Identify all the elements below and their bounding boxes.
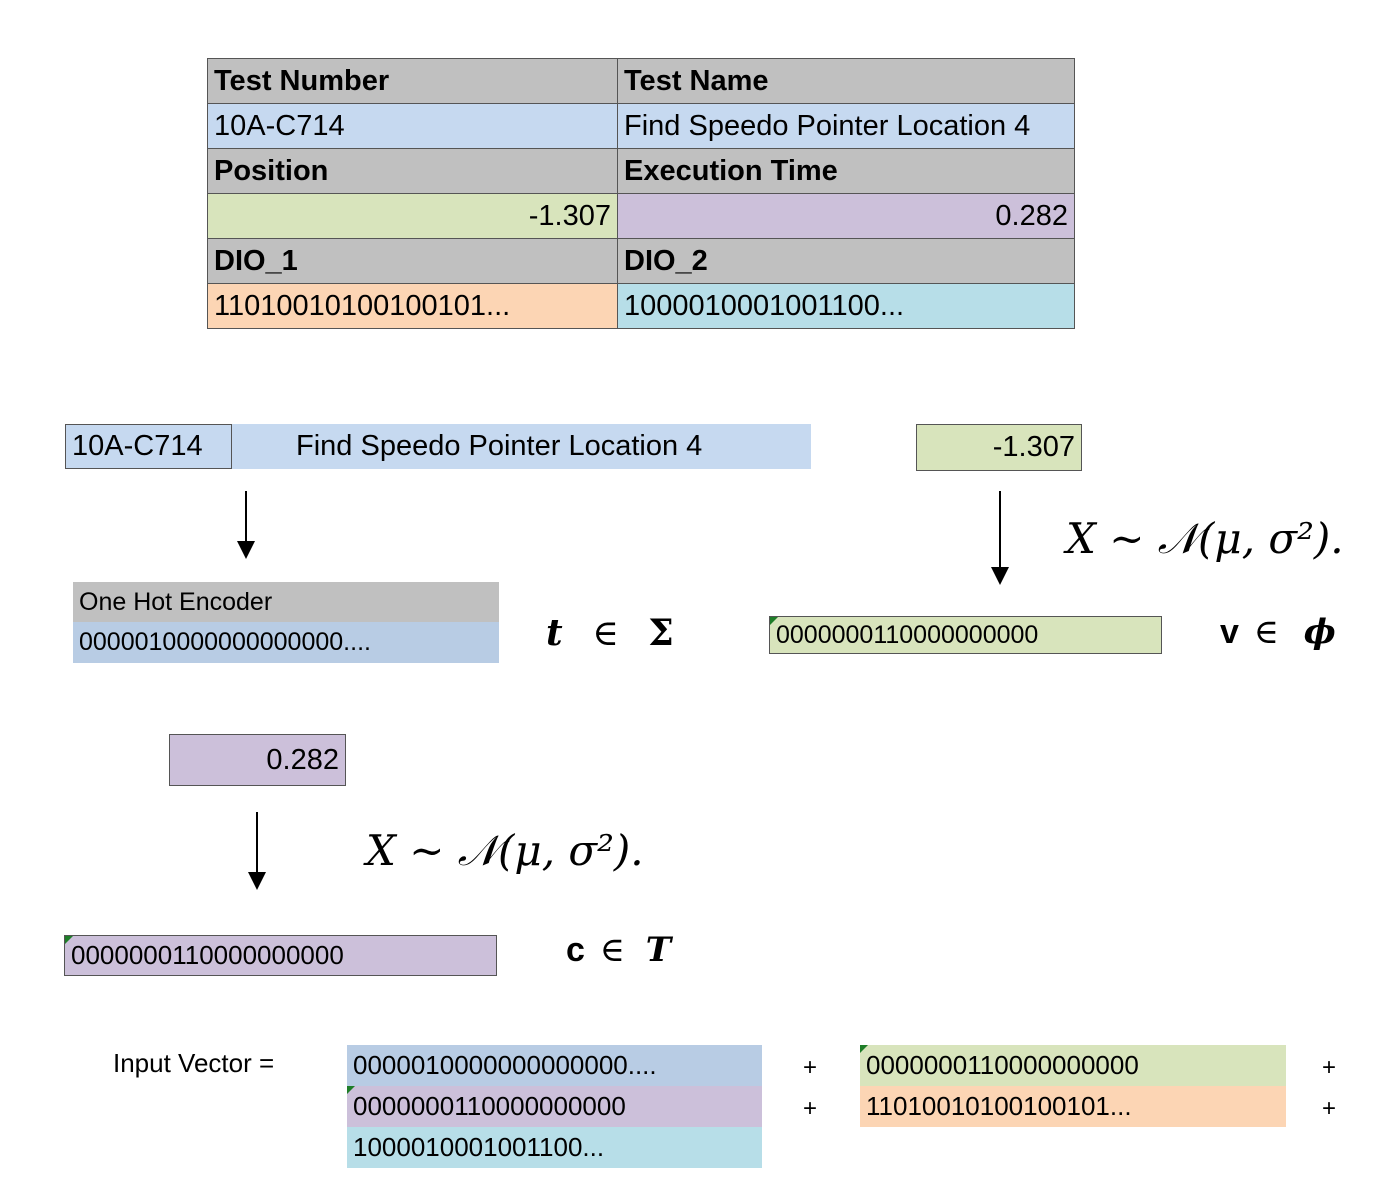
cell-dio-1: 11010010100100101... — [207, 283, 618, 329]
set-c: c ∈ T — [566, 930, 671, 970]
set-t-set: Σ — [648, 612, 674, 654]
cell-position: -1.307 — [207, 193, 618, 239]
exec-vector: 0000000110000000000 — [64, 935, 497, 976]
header-dio-1: DIO_1 — [207, 238, 618, 284]
input-vector-row: 1000010001001100... — [347, 1127, 762, 1168]
plus-sign: + — [803, 1054, 818, 1081]
input-vector-row: 0000010000000000000.... — [347, 1045, 762, 1086]
set-t-var: t — [546, 612, 563, 654]
cell-marker-icon — [347, 1086, 355, 1094]
header-test-name: Test Name — [617, 58, 1075, 104]
cell-marker-icon — [860, 1045, 868, 1053]
arrow-down-icon — [248, 812, 266, 890]
table-row: 11010010100100101... 1000010001001100... — [207, 283, 1075, 329]
position-value-box: -1.307 — [916, 424, 1082, 471]
plus-sign: + — [1322, 1095, 1337, 1122]
position-vector-text: 0000000110000000000 — [776, 620, 1039, 649]
test-name-strip — [231, 424, 811, 469]
table-row: -1.307 0.282 — [207, 193, 1075, 239]
set-v: v ∈ ϕ — [1220, 612, 1336, 652]
header-test-number: Test Number — [207, 58, 618, 104]
header-execution-time: Execution Time — [617, 148, 1075, 194]
encoder-value: 0000010000000000000.... — [73, 622, 499, 663]
input-vector-row: 0000000110000000000 — [860, 1045, 1286, 1086]
formula-exec: X ∼ 𝒩(μ, σ²). — [366, 826, 644, 875]
cell-marker-icon — [770, 617, 778, 625]
set-t-in: ∈ — [592, 613, 619, 654]
cell-test-name: Find Speedo Pointer Location 4 — [617, 103, 1075, 149]
arrow-down-icon — [237, 491, 255, 559]
arrow-down-icon — [991, 491, 1009, 585]
test-number-box: 10A-C714 — [65, 424, 232, 469]
header-dio-2: DIO_2 — [617, 238, 1075, 284]
set-c-set: T — [645, 930, 672, 970]
set-c-in: ∈ — [599, 930, 625, 970]
encoder-label: One Hot Encoder — [73, 582, 499, 622]
input-vector-label: Input Vector = — [113, 1048, 275, 1078]
input-vector-row: 11010010100100101... — [860, 1086, 1286, 1127]
cell-dio-2: 1000010001001100... — [617, 283, 1075, 329]
position-vector: 0000000110000000000 — [769, 616, 1162, 654]
test-table: Test Number Test Name 10A-C714 Find Spee… — [207, 58, 1075, 329]
cell-execution-time: 0.282 — [617, 193, 1075, 239]
set-t: t ∈ Σ — [546, 612, 674, 654]
exec-vector-text: 0000000110000000000 — [71, 940, 344, 970]
test-name-text: Find Speedo Pointer Location 4 — [296, 430, 703, 462]
header-position: Position — [207, 148, 618, 194]
cell-test-number: 10A-C714 — [207, 103, 618, 149]
set-c-var: c — [566, 931, 585, 969]
table-row: DIO_1 DIO_2 — [207, 238, 1075, 284]
set-v-var: v — [1220, 613, 1239, 651]
set-v-in: ∈ — [1253, 612, 1279, 652]
plus-sign: + — [803, 1095, 818, 1122]
table-row: 10A-C714 Find Speedo Pointer Location 4 — [207, 103, 1075, 149]
input-vector-row: 0000000110000000000 — [347, 1086, 762, 1127]
formula-position: X ∼ 𝒩(μ, σ²). — [1066, 514, 1344, 563]
input-vector-text: 0000000110000000000 — [353, 1091, 626, 1121]
table-row: Test Number Test Name — [207, 58, 1075, 104]
set-v-set: ϕ — [1303, 612, 1336, 652]
cell-marker-icon — [65, 936, 73, 944]
plus-sign: + — [1322, 1054, 1337, 1081]
table-row: Position Execution Time — [207, 148, 1075, 194]
input-vector-text: 0000000110000000000 — [866, 1050, 1139, 1080]
exec-value-box: 0.282 — [169, 734, 346, 786]
